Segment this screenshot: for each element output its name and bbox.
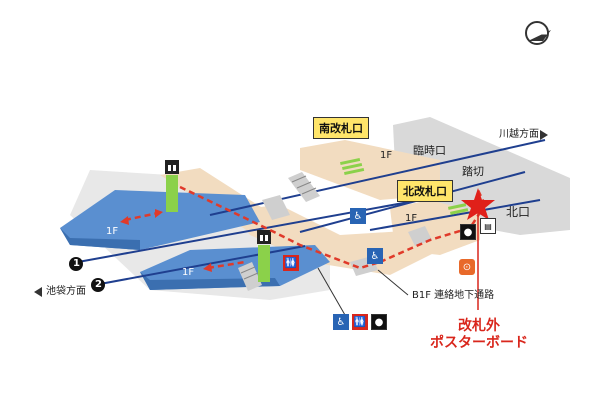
floor-label-south-concourse: 1F bbox=[380, 150, 393, 161]
platform-1 bbox=[60, 190, 260, 250]
track-2-number: 2 bbox=[95, 279, 102, 290]
restroom-icon: 🚻 bbox=[352, 314, 368, 330]
floor-label-platform-1: 1F bbox=[106, 226, 119, 237]
track-line-2 bbox=[99, 245, 306, 285]
ikebukuro-direction-label: 池袋方面 bbox=[46, 286, 86, 297]
highlight-line-1: 改札外 bbox=[458, 318, 500, 334]
elevator-shaft-1 bbox=[166, 175, 178, 212]
baby-care-icon: ● bbox=[371, 314, 387, 330]
ic-card-charge-icon: ⊙ bbox=[459, 259, 475, 275]
platform-2 bbox=[140, 245, 330, 290]
platform-1-edge bbox=[60, 228, 140, 250]
highlight-callout: 改札外 ポスターボード bbox=[400, 318, 558, 352]
south-gate-label: 南改札口 bbox=[313, 117, 369, 139]
leader-line bbox=[377, 269, 409, 296]
crossing-label: 踏切 bbox=[462, 165, 484, 178]
ticket-machine-icon: ▤ bbox=[480, 218, 496, 234]
rinji-exit-label: 臨時口 bbox=[413, 144, 446, 157]
highlight-line-2: ポスターボード bbox=[430, 335, 528, 351]
floor-label-platform-2: 1F bbox=[182, 267, 195, 278]
north-exit-label: 北口 bbox=[506, 205, 531, 219]
track-1-number: 1 bbox=[73, 258, 80, 269]
track-2-badge bbox=[91, 278, 105, 292]
platform-2-edge bbox=[140, 272, 280, 290]
kawagoe-arrow-icon bbox=[540, 130, 548, 140]
accessible-icon: ♿ bbox=[350, 208, 366, 224]
track-line-lower bbox=[369, 199, 541, 231]
route-arrow-icon bbox=[203, 263, 212, 272]
elevator-icon bbox=[165, 160, 271, 244]
kawagoe-direction-label: 川越方面 bbox=[499, 129, 539, 140]
track-1-badge bbox=[69, 257, 83, 271]
star-marker-icon bbox=[461, 188, 495, 220]
floor-label-north-concourse: 1F bbox=[405, 213, 418, 224]
underpass-label: B1F 連絡地下通路 bbox=[412, 290, 495, 301]
track-line-middle bbox=[299, 171, 526, 233]
accessible-icon: ♿ bbox=[333, 314, 349, 330]
station-staff-icon: ● bbox=[460, 224, 476, 240]
route-arrow-icon bbox=[155, 209, 163, 218]
ikebukuro-arrow-icon bbox=[34, 287, 42, 297]
north-gate-label: 北改札口 bbox=[397, 180, 453, 202]
green-stairs-icon bbox=[340, 157, 469, 215]
elevator-shaft-2 bbox=[258, 245, 270, 282]
restroom-icon: 🚻 bbox=[283, 255, 299, 271]
route-arrow-icon bbox=[120, 216, 129, 225]
leader-line bbox=[317, 267, 346, 316]
accessible-icon: ♿ bbox=[367, 248, 383, 264]
north-arrow-icon bbox=[525, 21, 551, 45]
